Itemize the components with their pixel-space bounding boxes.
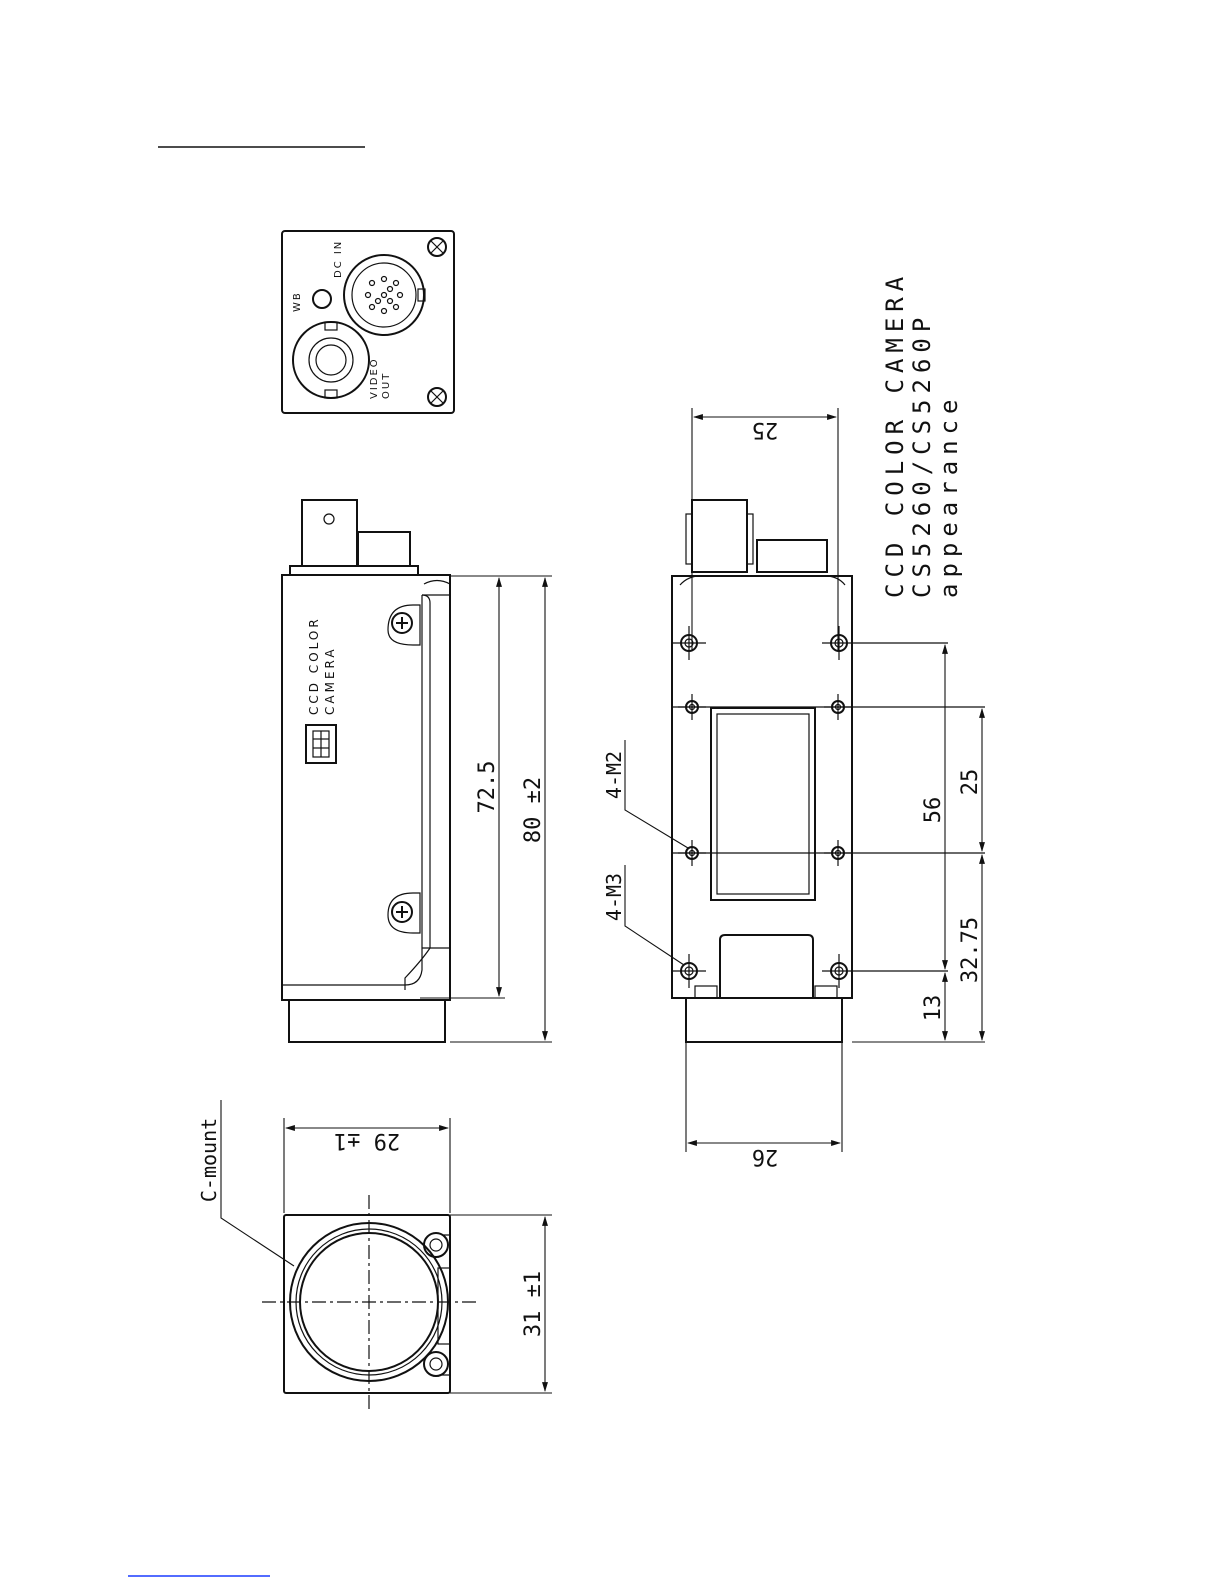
video-out-label-1: VIDEO xyxy=(369,357,380,399)
title-line-2: CS5260/CS5260P xyxy=(908,312,936,598)
dim-13: 13 xyxy=(921,995,946,1022)
title-line-1: CCD COLOR CAMERA xyxy=(881,271,909,598)
rear-screw-bottom-icon xyxy=(428,388,446,406)
dim-front-width: 31 ±1 xyxy=(521,1271,546,1337)
dim-front-height: 29 ±1 xyxy=(334,1128,400,1153)
dim-top-width: 25 xyxy=(752,417,779,442)
wb-button-icon xyxy=(313,290,331,308)
callout-m3: 4-M3 xyxy=(602,873,626,921)
title-line-3: appearance xyxy=(935,394,963,599)
side-body-label-1: CCD COLOR xyxy=(307,616,321,715)
dc-in-label: DC IN xyxy=(333,240,344,278)
dim-total-length: 80 ±2 xyxy=(521,777,546,843)
title-block: CCD COLOR CAMERA CS5260/CS5260P appearan… xyxy=(881,271,963,598)
dim-32-75: 32.75 xyxy=(958,917,983,983)
dc-in-connector-icon xyxy=(344,255,425,335)
callout-c-mount: C-mount xyxy=(197,1118,221,1202)
dim-bottom-width: 26 xyxy=(752,1144,779,1169)
side-screw-top-icon xyxy=(388,605,420,645)
callout-m2-leader xyxy=(625,740,688,848)
side-view: CCD COLOR CAMERA 72.5 80 ±2 xyxy=(282,500,552,1042)
dim-body-length: 72.5 xyxy=(475,761,500,814)
side-screw-bottom-icon xyxy=(388,893,420,933)
brand-logo xyxy=(306,725,336,763)
dim-25: 25 xyxy=(958,769,983,796)
side-body-label-2: CAMERA xyxy=(323,646,337,715)
dim-56: 56 xyxy=(921,797,946,824)
front-screw-top-icon xyxy=(424,1233,448,1257)
m2-hole-icons xyxy=(686,701,844,859)
callout-m2: 4-M2 xyxy=(602,751,626,799)
front-view: 29 ±1 31 ±1 C-mount xyxy=(197,1100,552,1410)
video-out-label-2: OUT xyxy=(381,372,392,399)
rear-screw-top-icon xyxy=(428,238,446,256)
wb-label: WB xyxy=(292,291,303,312)
callout-m3-leader xyxy=(625,865,684,965)
video-out-bnc-icon xyxy=(293,322,369,398)
rear-panel-view: WB DC IN VIDEO OUT xyxy=(282,231,454,413)
m3-hole-icons xyxy=(681,635,847,979)
